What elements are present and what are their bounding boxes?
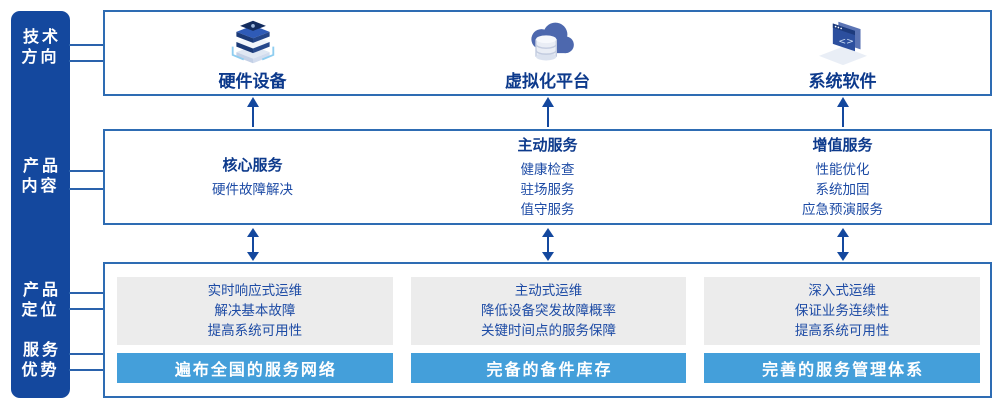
service-item: 系统加固 xyxy=(815,182,870,197)
code-window-icon: <> xyxy=(813,18,873,66)
service-title: 主动服务 xyxy=(517,137,578,154)
rail-label-service-advantage: 服务 优势 xyxy=(21,342,61,379)
advantage-banner: 完备的备件库存 xyxy=(410,353,687,383)
connector-line xyxy=(69,308,105,310)
service-item: 性能优化 xyxy=(815,162,870,177)
service-title: 核心服务 xyxy=(222,157,283,174)
svg-text:<>: <> xyxy=(838,36,853,47)
service-column-active: 主动服务 健康检查 驻场服务 值守服务 xyxy=(400,131,695,223)
arrow-updown-icon xyxy=(246,228,260,261)
positioning-line: 关键时间点的服务保障 xyxy=(481,323,616,338)
arrow-up-icon xyxy=(246,97,260,127)
positioning-column-1: 实时响应式运维 解决基本故障 提高系统可用性 遍布全国的服务网络 xyxy=(117,277,393,383)
tech-label-system-software: 系统软件 xyxy=(808,72,877,91)
positioning-line: 实时响应式运维 xyxy=(207,283,303,298)
positioning-line: 解决基本故障 xyxy=(214,303,296,318)
arrow-updown-icon xyxy=(836,228,850,261)
positioning-panel: 深入式运维 保证业务连续性 提高系统可用性 xyxy=(704,277,981,345)
tech-label-virtualization: 虚拟化平台 xyxy=(505,72,590,91)
positioning-column-2: 主动式运维 降低设备突发故障概率 关键时间点的服务保障 完备的备件库存 xyxy=(410,277,687,383)
connector-line xyxy=(69,60,105,62)
service-item: 值守服务 xyxy=(520,202,575,217)
sidebar-rail: 技术 方向 产品 内容 产品 定位 服务 优势 xyxy=(11,11,70,398)
connector-line xyxy=(69,292,105,294)
tech-label-hardware: 硬件设备 xyxy=(218,72,287,91)
arrow-up-icon xyxy=(836,97,850,127)
tech-item-system-software: <> 系统软件 xyxy=(695,12,990,94)
rail-label-tech-direction: 技术 方向 xyxy=(21,29,61,66)
positioning-line: 提高系统可用性 xyxy=(207,323,303,338)
tech-item-hardware: 硬件设备 xyxy=(105,12,400,94)
rail-label-product-positioning: 产品 定位 xyxy=(21,282,61,319)
service-item: 应急预演服务 xyxy=(802,202,883,217)
arrow-up-icon xyxy=(541,97,555,127)
cloud-database-icon xyxy=(518,18,578,66)
positioning-panel: 主动式运维 降低设备突发故障概率 关键时间点的服务保障 xyxy=(410,277,687,345)
advantage-banner: 完善的服务管理体系 xyxy=(704,353,981,383)
service-item: 硬件故障解决 xyxy=(212,182,293,197)
connector-line xyxy=(69,353,105,355)
service-item: 健康检查 xyxy=(520,162,575,177)
rail-label-product-content: 产品 内容 xyxy=(21,158,61,195)
tech-item-virtualization: 虚拟化平台 xyxy=(400,12,695,94)
positioning-panel: 实时响应式运维 解决基本故障 提高系统可用性 xyxy=(117,277,393,345)
positioning-line: 主动式运维 xyxy=(514,283,583,298)
connector-line xyxy=(69,44,105,46)
service-column-value-added: 增值服务 性能优化 系统加固 应急预演服务 xyxy=(695,131,990,223)
connector-line xyxy=(69,170,105,172)
service-title: 增值服务 xyxy=(812,137,873,154)
service-item: 驻场服务 xyxy=(520,182,575,197)
positioning-line: 降低设备突发故障概率 xyxy=(481,303,616,318)
server-stack-icon xyxy=(223,18,283,66)
tech-direction-box: 硬件设备 虚拟化平台 xyxy=(103,10,992,96)
service-column-core: 核心服务 硬件故障解决 xyxy=(105,131,400,223)
product-content-box: 核心服务 硬件故障解决 主动服务 健康检查 驻场服务 值守服务 增值服务 性能优… xyxy=(103,129,992,225)
positioning-line: 提高系统可用性 xyxy=(794,323,890,338)
positioning-line: 深入式运维 xyxy=(808,283,876,298)
connector-line xyxy=(69,369,105,371)
positioning-advantage-box: 实时响应式运维 解决基本故障 提高系统可用性 遍布全国的服务网络 主动式运维 降… xyxy=(103,262,992,398)
advantage-banner: 遍布全国的服务网络 xyxy=(117,353,393,383)
positioning-line: 保证业务连续性 xyxy=(794,303,890,318)
connector-line xyxy=(69,188,105,190)
positioning-column-3: 深入式运维 保证业务连续性 提高系统可用性 完善的服务管理体系 xyxy=(704,277,981,383)
arrow-updown-icon xyxy=(541,228,555,261)
